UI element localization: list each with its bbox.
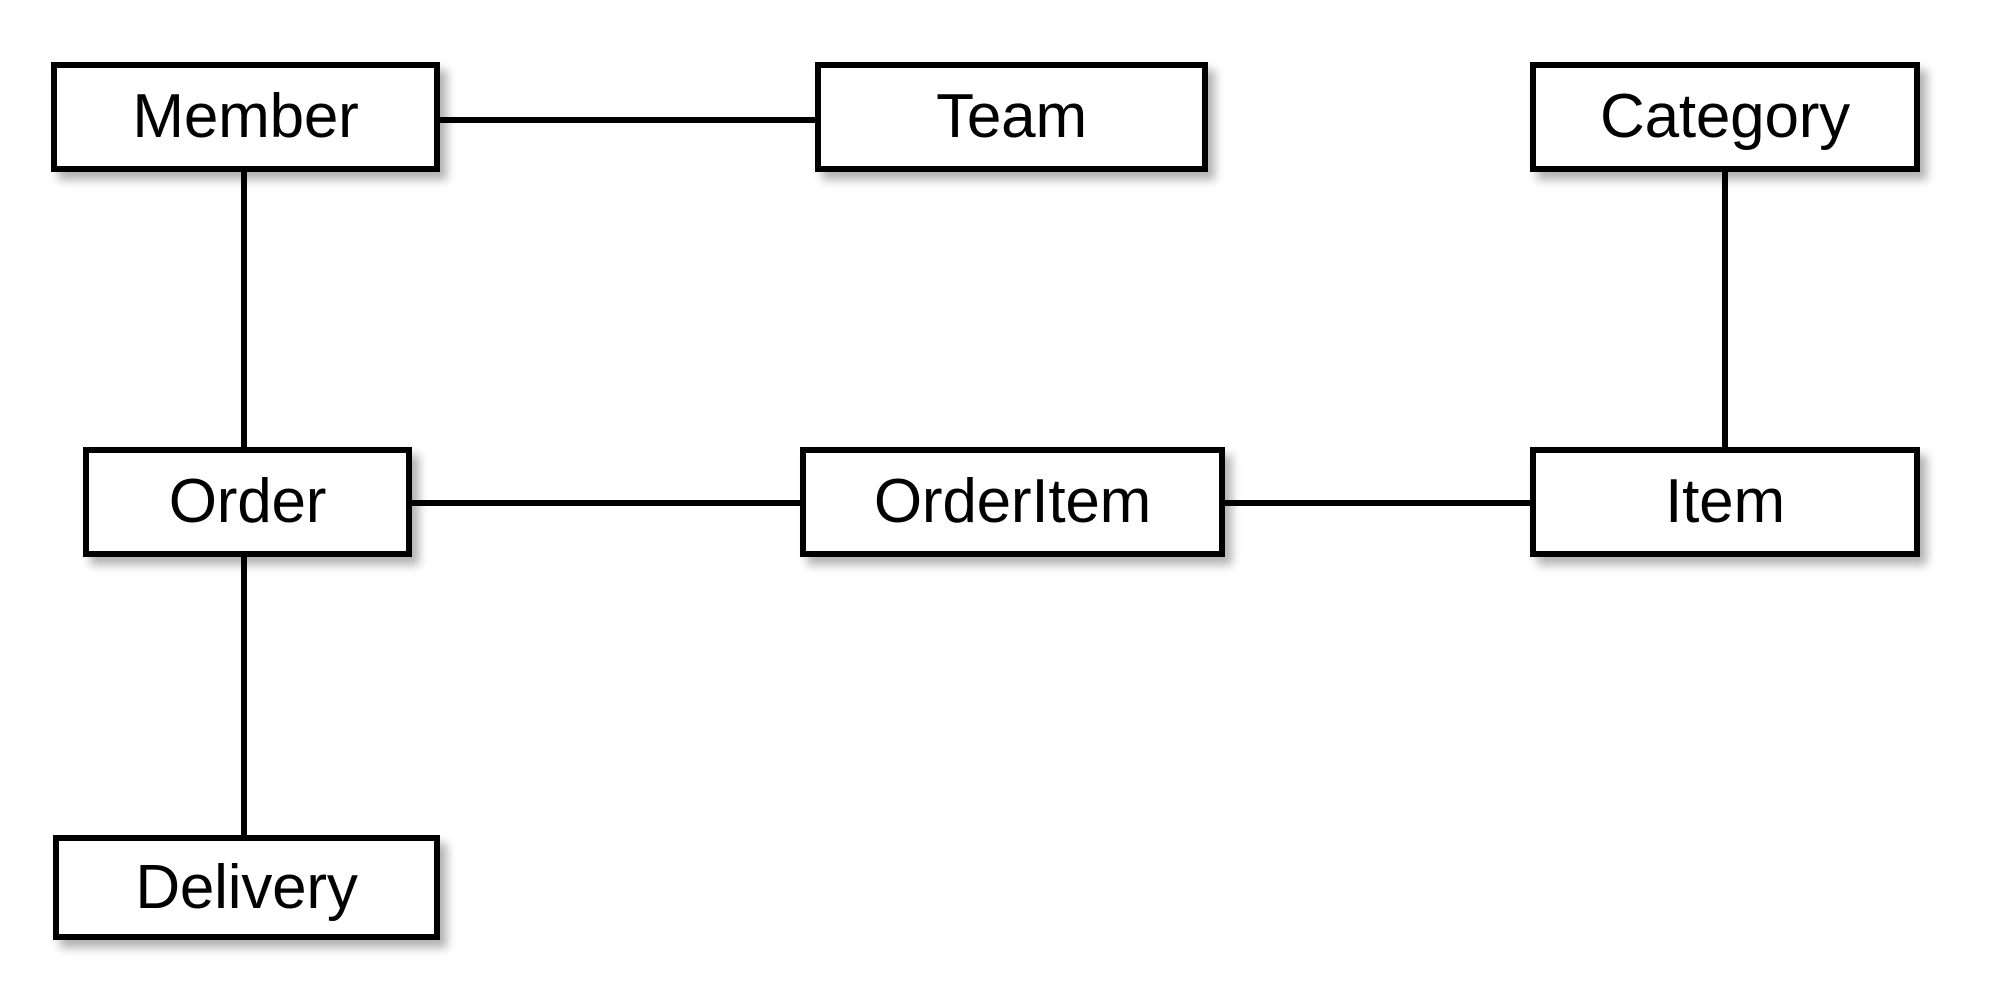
entity-label-member: Member bbox=[132, 82, 359, 151]
edge-order-orderitem bbox=[409, 500, 803, 506]
entity-label-category: Category bbox=[1600, 82, 1850, 151]
edge-category-item bbox=[1722, 166, 1728, 453]
entity-node-order[interactable]: Order bbox=[83, 447, 412, 557]
entity-node-category[interactable]: Category bbox=[1530, 62, 1920, 172]
edge-order-delivery bbox=[241, 551, 247, 841]
edge-member-team bbox=[437, 117, 818, 123]
entity-label-item: Item bbox=[1665, 467, 1785, 536]
entity-node-team[interactable]: Team bbox=[815, 62, 1208, 172]
entity-node-orderitem[interactable]: OrderItem bbox=[800, 447, 1225, 557]
entity-node-delivery[interactable]: Delivery bbox=[53, 835, 440, 940]
entity-label-orderitem: OrderItem bbox=[873, 467, 1152, 536]
entity-node-item[interactable]: Item bbox=[1530, 447, 1920, 557]
edge-orderitem-item bbox=[1222, 500, 1533, 506]
entity-label-team: Team bbox=[936, 82, 1087, 151]
entity-label-delivery: Delivery bbox=[135, 852, 358, 922]
entity-node-member[interactable]: Member bbox=[51, 62, 440, 172]
edge-member-order bbox=[241, 166, 247, 453]
entity-label-order: Order bbox=[168, 467, 327, 536]
